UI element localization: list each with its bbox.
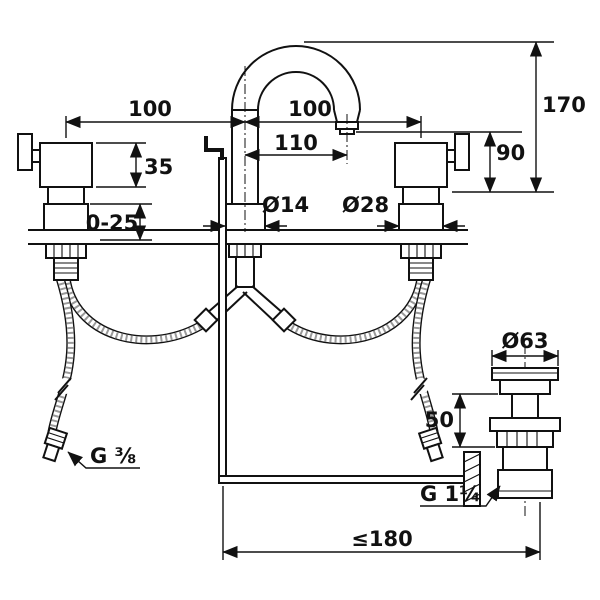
rod-linkage-block bbox=[463, 451, 481, 507]
hose-connector-right bbox=[417, 426, 444, 463]
waste-assembly bbox=[463, 344, 561, 516]
dimension-d63: Ø63 bbox=[491, 329, 559, 366]
right-valve bbox=[394, 133, 470, 281]
dimension-180: ≤180 bbox=[222, 486, 541, 560]
dimension-90: 90 bbox=[356, 131, 525, 193]
dimension-g38: G ⅜ bbox=[67, 444, 140, 469]
waste-plug-cap bbox=[491, 367, 559, 381]
dimension-170: 170 bbox=[304, 41, 586, 193]
dimension-label-100-left: 100 bbox=[128, 97, 172, 121]
dimension-label-g38: G ⅜ bbox=[90, 444, 136, 468]
hose-break-mark-left bbox=[54, 377, 73, 401]
dimension-label-d28: Ø28 bbox=[342, 193, 389, 217]
dimension-110: 110 bbox=[244, 131, 348, 162]
dimension-label-90: 90 bbox=[496, 141, 525, 165]
dimension-100-100: 100 100 bbox=[65, 97, 422, 138]
spout-shank bbox=[235, 256, 255, 288]
dimension-label-100-right: 100 bbox=[288, 97, 332, 121]
dimension-label-g114: G 1¼ bbox=[420, 482, 481, 506]
left-lever-icon bbox=[17, 133, 33, 171]
dimension-label-35: 35 bbox=[144, 155, 173, 179]
check-valve-right bbox=[271, 307, 297, 333]
spout-outer-arc bbox=[231, 45, 361, 111]
supply-hoses bbox=[42, 273, 444, 463]
dimension-label-110: 110 bbox=[274, 131, 318, 155]
right-lever-icon bbox=[454, 133, 470, 171]
dimension-g114: G 1¼ bbox=[420, 482, 501, 507]
waste-body bbox=[497, 469, 553, 499]
hose-connector-left bbox=[42, 426, 69, 463]
dimension-d28: Ø28 bbox=[342, 193, 465, 233]
hose-break-mark-right bbox=[410, 377, 429, 401]
dimension-50: 50 bbox=[425, 393, 498, 448]
dimension-label-d14: Ø14 bbox=[262, 193, 309, 217]
rod-handle-hook bbox=[204, 136, 224, 160]
dimension-label-50: 50 bbox=[425, 408, 454, 432]
spout-inner-arc bbox=[257, 71, 335, 111]
dimension-label-170: 170 bbox=[542, 93, 586, 117]
dimension-label-180: ≤180 bbox=[351, 527, 412, 551]
waste-flange bbox=[489, 417, 561, 432]
dimension-label-0-25: 0-25 bbox=[86, 211, 139, 235]
dimension-35: 35 bbox=[96, 142, 173, 188]
dimension-0-25: 0-25 bbox=[86, 203, 152, 241]
left-valve bbox=[17, 133, 93, 281]
dimension-label-d63: Ø63 bbox=[501, 329, 548, 353]
dimension-d14: Ø14 bbox=[203, 193, 309, 233]
pop-up-rod bbox=[204, 136, 468, 484]
left-handle-body bbox=[39, 142, 93, 188]
right-handle-body bbox=[394, 142, 448, 188]
check-valve-left bbox=[193, 307, 219, 333]
